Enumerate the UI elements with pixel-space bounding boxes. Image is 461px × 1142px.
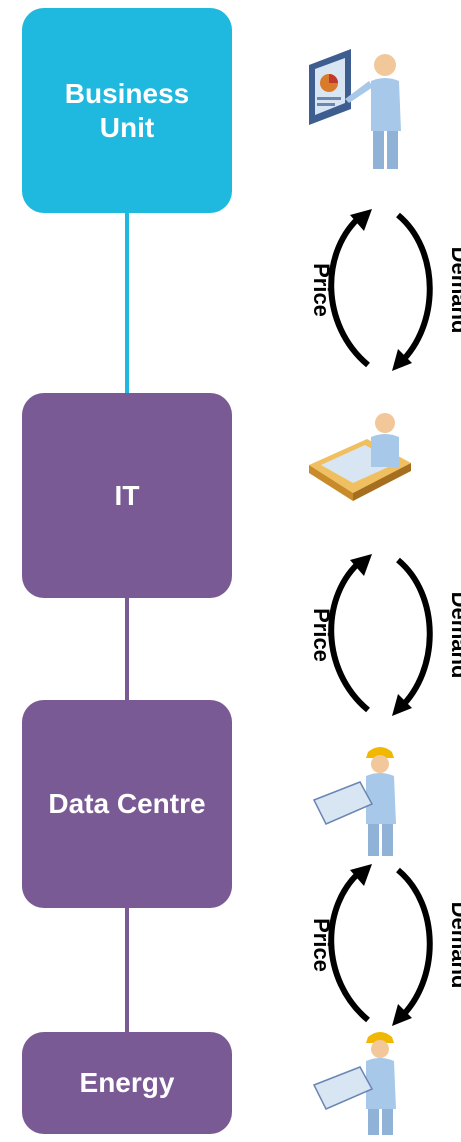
it-box: IT [22, 393, 232, 598]
desk-worker-icon [305, 405, 415, 510]
it-label: IT [114, 479, 140, 511]
presenter-icon [305, 45, 415, 175]
price-arrow [328, 212, 370, 368]
price-demand-cycle-3: Price Demand [300, 860, 461, 1030]
engineer-blueprint-icon [310, 1025, 410, 1137]
price-label: Price [309, 918, 334, 972]
demand-arrowhead [392, 349, 412, 371]
energy-label: Energy [79, 1067, 175, 1098]
demand-arrow [396, 557, 433, 711]
connector-it-datacentre [125, 595, 129, 705]
data-centre-label: Data Centre [48, 788, 206, 819]
demand-arrowhead [392, 694, 412, 716]
price-arrow [328, 557, 370, 713]
business-unit-label: Business Unit [64, 77, 190, 143]
data-centre-box: Data Centre [22, 700, 232, 908]
price-label: Price [309, 608, 334, 662]
price-label: Price [309, 263, 334, 317]
connector-datacentre-energy [125, 905, 129, 1035]
business-unit-box: Business Unit [22, 8, 232, 213]
engineer-blueprint-icon [310, 740, 410, 860]
connector-business-it [125, 210, 129, 400]
demand-label: Demand [447, 592, 461, 679]
price-arrowhead [350, 864, 372, 886]
demand-arrowhead [392, 1004, 412, 1026]
price-arrowhead [350, 209, 372, 231]
price-demand-cycle-1: Price Demand [300, 205, 461, 375]
price-arrowhead [350, 554, 372, 576]
demand-arrow [396, 212, 433, 366]
demand-label: Demand [447, 247, 461, 334]
energy-box: Energy [22, 1032, 232, 1134]
price-arrow [328, 867, 370, 1023]
demand-label: Demand [447, 902, 461, 989]
price-demand-cycle-2: Price Demand [300, 550, 461, 720]
demand-arrow [396, 867, 433, 1021]
